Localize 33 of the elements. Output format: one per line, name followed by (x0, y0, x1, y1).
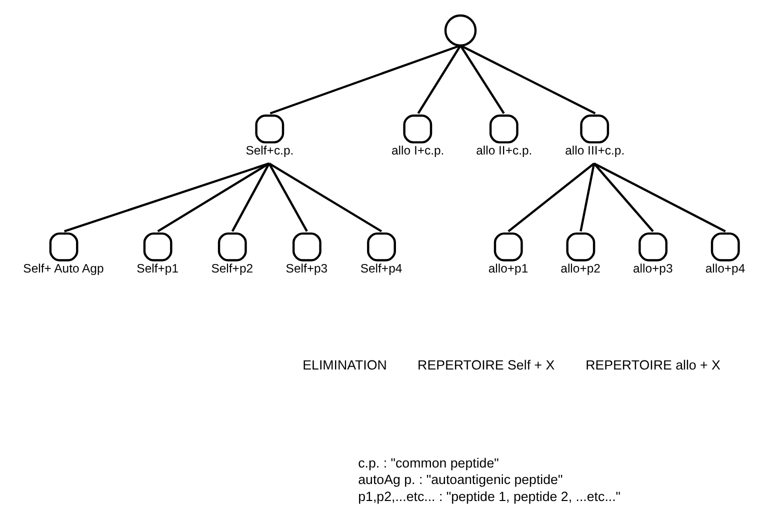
connector (157, 162, 270, 232)
label: autoAg p. : "autoantigenic peptide" (358, 472, 563, 488)
connector (460, 44, 505, 114)
node-label: Self+p2 (211, 261, 254, 276)
connector (231, 162, 270, 232)
connector (508, 162, 595, 232)
label: REPERTOIRE allo + X (586, 357, 720, 372)
connector (270, 44, 461, 114)
node-label: allo III+c.p. (565, 143, 625, 158)
node-label: Self+ Auto Agp (23, 261, 104, 276)
node-label: allo I+c.p. (392, 143, 444, 158)
connector (593, 162, 654, 232)
node-label: Self+c.p. (246, 143, 294, 158)
label: c.p. : "common peptide" (358, 455, 499, 470)
connector (268, 162, 308, 232)
node-label: allo+p1 (488, 261, 528, 276)
node-label: allo+p4 (705, 261, 746, 276)
node-label: Self+p3 (286, 261, 328, 276)
node-circle (444, 14, 477, 47)
connector (417, 44, 462, 114)
connector (594, 162, 726, 232)
node-label: allo+p3 (632, 261, 673, 276)
label: p1,p2,...etc... : "peptide 1, peptide 2, ...etc..." (358, 488, 621, 504)
node-label: Self+p1 (136, 261, 179, 276)
connector (64, 162, 270, 232)
label: REPERTOIRE Self + X (418, 357, 555, 372)
node-label: allo II+c.p. (476, 143, 532, 158)
label: ELIMINATION (302, 357, 387, 372)
connector (460, 44, 596, 114)
connector (268, 162, 382, 232)
node-label: Self+p4 (360, 261, 402, 276)
connector (580, 163, 596, 232)
node-label: allo+p2 (560, 261, 600, 276)
